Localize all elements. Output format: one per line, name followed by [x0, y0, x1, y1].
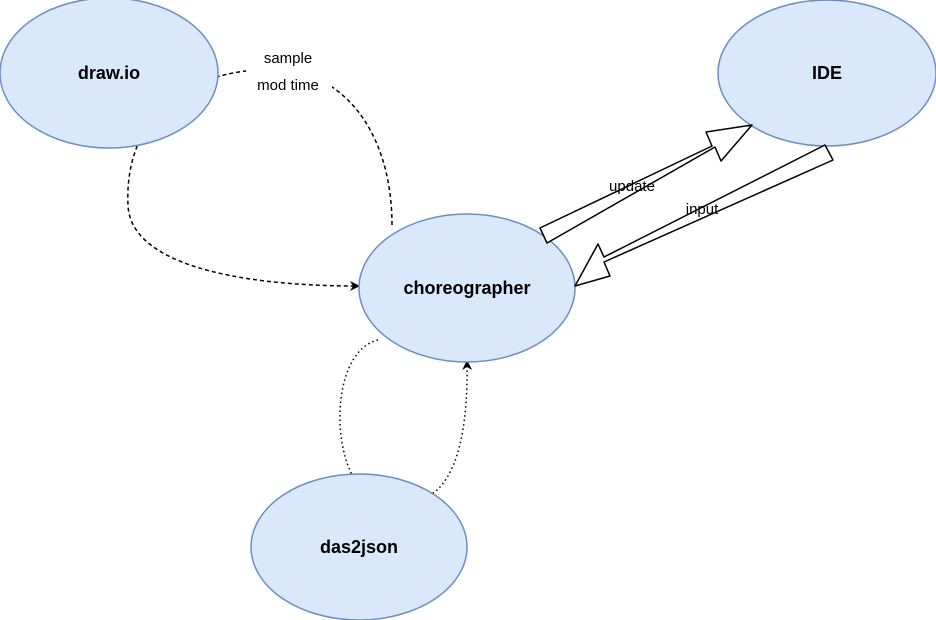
node-choreographer[interactable]: [358, 213, 576, 363]
node-das2json-label: das2json: [320, 537, 398, 557]
node-ide[interactable]: [717, 0, 936, 147]
node-drawio-label: draw.io: [78, 63, 140, 83]
edge-sample-label-line1: sample: [264, 50, 312, 67]
edge-das2json-choreographer[interactable]: [339, 339, 473, 503]
node-choreographer-label: choreographer: [403, 278, 530, 298]
edge-sample-label-bg: [246, 46, 332, 94]
edge-update-label: update: [609, 178, 655, 195]
node-das2json[interactable]: [250, 473, 468, 620]
node-drawio[interactable]: [0, 0, 219, 149]
node-ide-label: IDE: [812, 63, 842, 83]
edge-input-arrow[interactable]: [574, 144, 834, 287]
edge-input-label: input: [686, 201, 719, 218]
edge-sample-label-line2: mod time: [257, 77, 319, 94]
edge-update-arrow[interactable]: [539, 124, 753, 244]
